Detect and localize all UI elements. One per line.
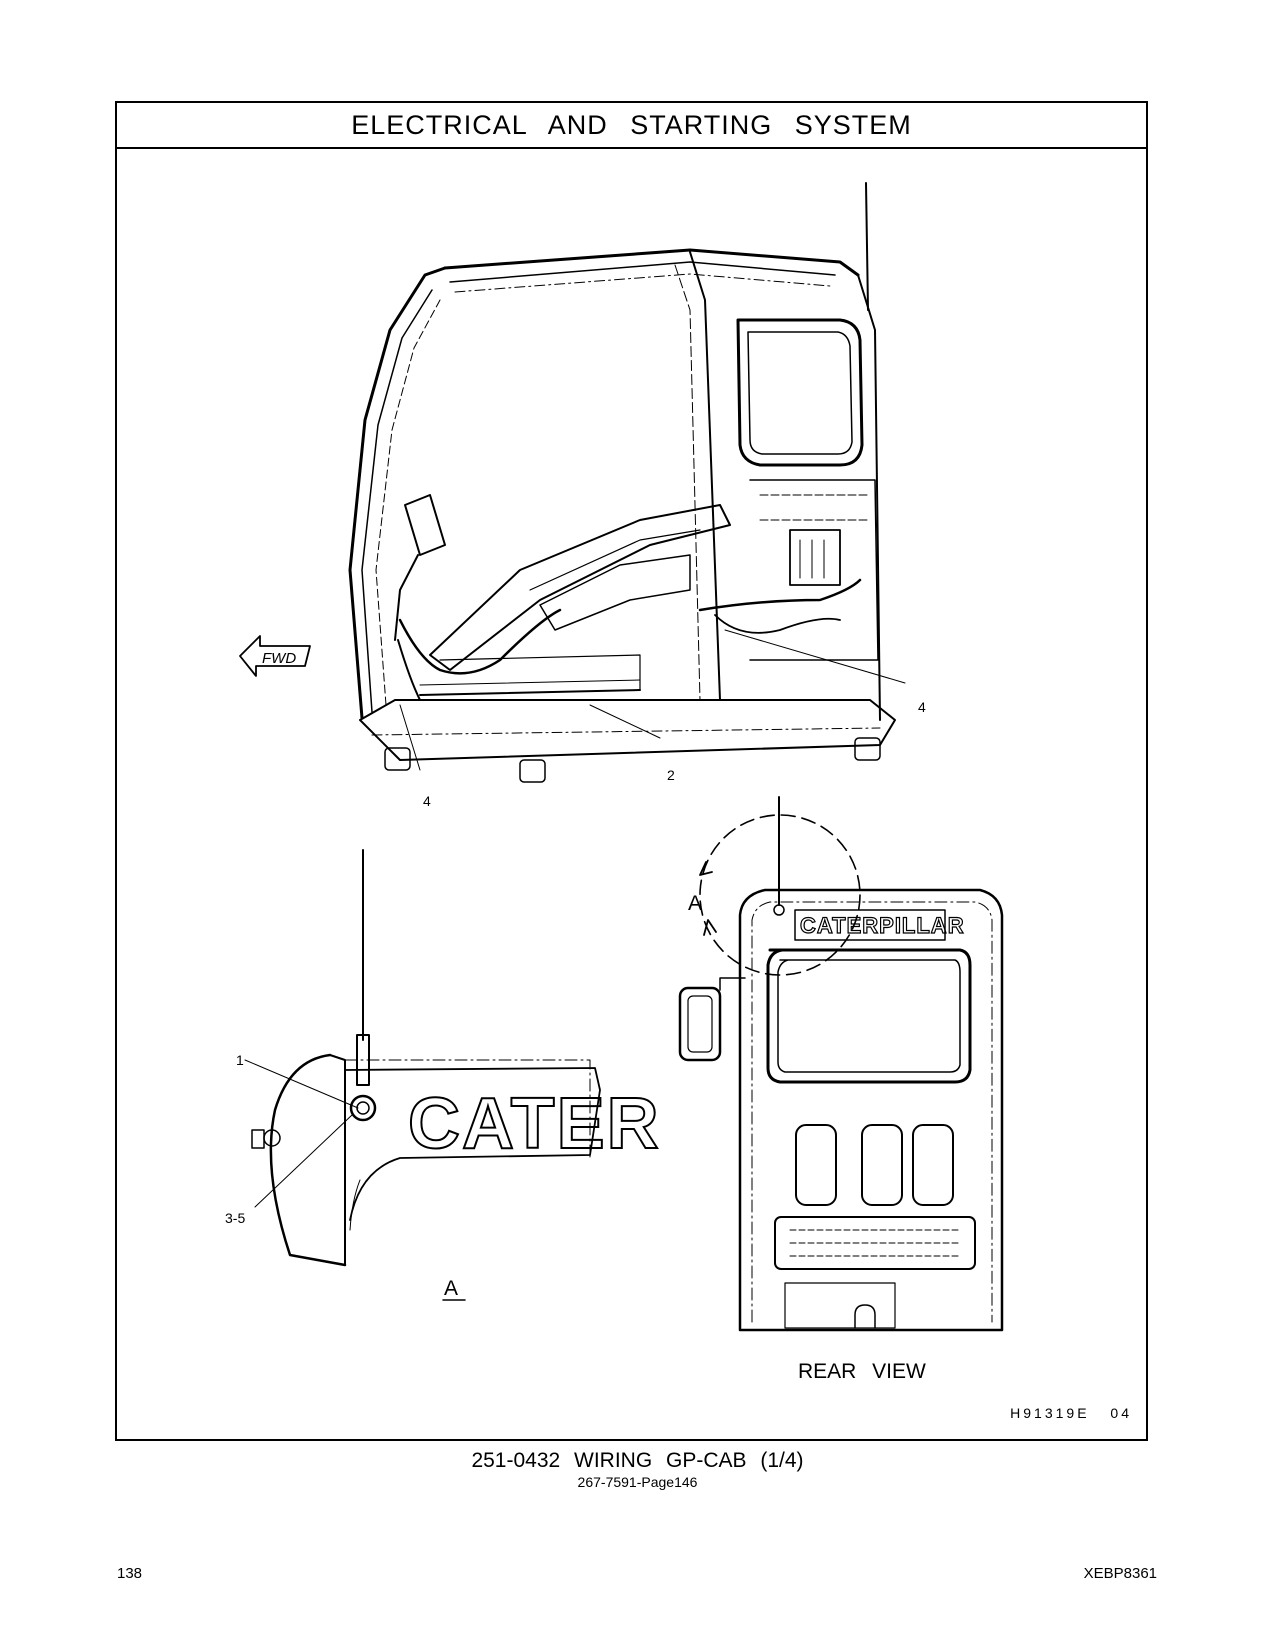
callout-4-front: 4	[423, 793, 431, 809]
callout-1: 1	[236, 1052, 244, 1068]
callout-4-rear: 4	[918, 699, 926, 715]
page-number: 138	[117, 1565, 143, 1582]
brand-text-rear: CATERPILLAR	[800, 913, 965, 938]
title-bar: ELECTRICAL AND STARTING SYSTEM	[117, 103, 1146, 149]
detail-view-label: A	[444, 1277, 458, 1300]
rear-view-label: REAR VIEW	[798, 1360, 926, 1383]
brand-text-detail: CATER	[408, 1084, 661, 1164]
page-title: ELECTRICAL AND STARTING SYSTEM	[351, 109, 912, 140]
callout-3-5: 3-5	[225, 1210, 245, 1226]
fwd-label: FWD	[262, 650, 296, 667]
fwd-arrow-icon	[239, 635, 311, 677]
detail-a-view	[244, 849, 601, 1301]
drawing-frame: ELECTRICAL AND STARTING SYSTEM H91319E 0…	[115, 101, 1148, 1441]
detail-a-circle	[699, 814, 861, 976]
rear-view	[678, 796, 1004, 1332]
detail-marker-a: A	[688, 892, 702, 915]
figure-subcaption: 267-7591-Page146	[577, 1474, 698, 1490]
figure-caption: 251-0432 WIRING GP-CAB (1/4)	[471, 1449, 804, 1472]
document-id: XEBP8361	[1083, 1565, 1157, 1582]
drawing-code: H91319E 04	[1010, 1405, 1132, 1421]
callout-2: 2	[667, 767, 675, 783]
cab-isometric-view	[239, 182, 906, 783]
